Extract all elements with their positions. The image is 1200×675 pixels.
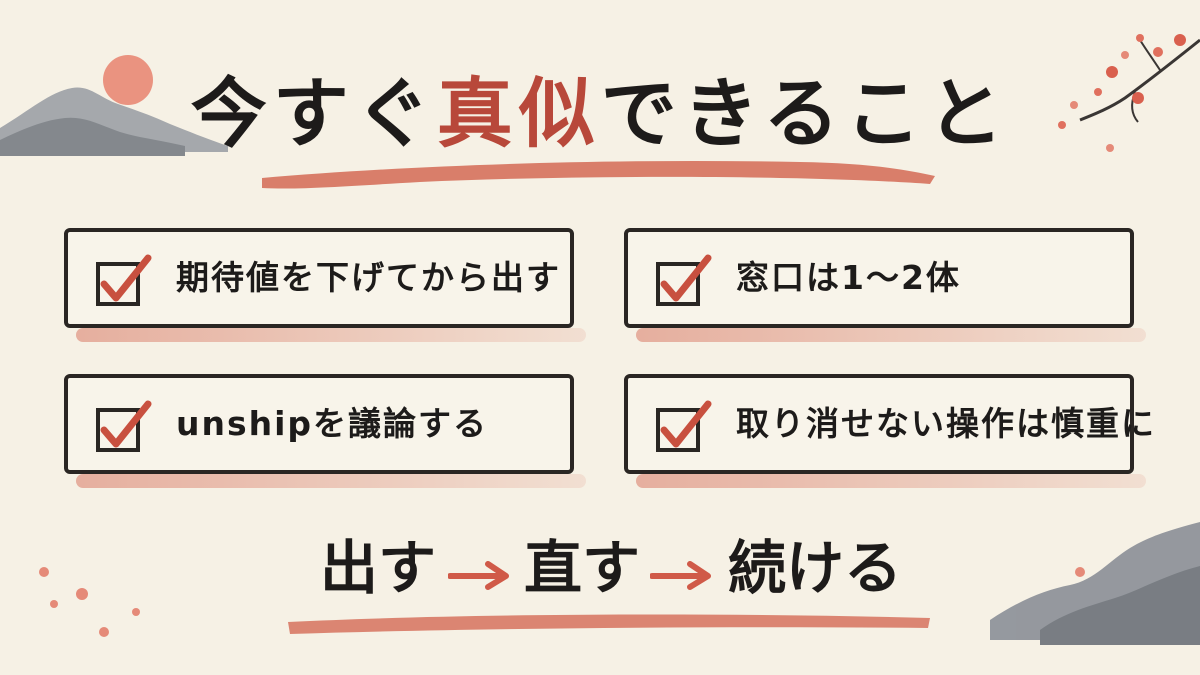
card-brush-1 — [76, 328, 586, 342]
title-part1: 今すぐ — [190, 69, 437, 158]
card-brush-2 — [636, 328, 1146, 342]
mountain-right-icon — [990, 522, 1200, 645]
blossom-branch-icon — [1058, 34, 1200, 152]
flow-step-2: 直す — [524, 534, 641, 602]
page-title: 今すぐ真似できること — [0, 52, 1200, 162]
item-label: 窓口は1〜2体 — [736, 258, 961, 297]
flow-underline — [288, 614, 930, 634]
flow-step-1: 出す — [320, 534, 437, 602]
flow-step-3: 続ける — [728, 534, 903, 602]
title-accent: 真似 — [436, 69, 601, 158]
petals-icon — [39, 567, 1085, 637]
card-brush-3 — [76, 474, 586, 488]
title-underline — [262, 160, 935, 189]
list-item: 期待値を下げてから出す — [64, 228, 574, 328]
list-item: unshipを議論する — [64, 374, 574, 474]
item-label: 期待値を下げてから出す — [176, 258, 561, 297]
list-item: 取り消せない操作は慎重に — [624, 374, 1154, 474]
checkbox-checked-icon — [96, 254, 152, 306]
item-label: unshipを議論する — [176, 404, 489, 443]
title-part2: できること — [600, 69, 1010, 158]
arrow-right-icon — [650, 561, 711, 590]
arrow-right-icon — [448, 561, 509, 590]
item-label: 取り消せない操作は慎重に — [736, 404, 1156, 443]
card-brush-4 — [636, 474, 1146, 488]
checkbox-checked-icon — [96, 400, 152, 452]
list-item: 窓口は1〜2体 — [624, 228, 1134, 328]
sun-icon — [103, 55, 153, 105]
mountain-left-icon — [0, 87, 228, 156]
checkbox-checked-icon — [656, 400, 712, 452]
checkbox-checked-icon — [656, 254, 712, 306]
